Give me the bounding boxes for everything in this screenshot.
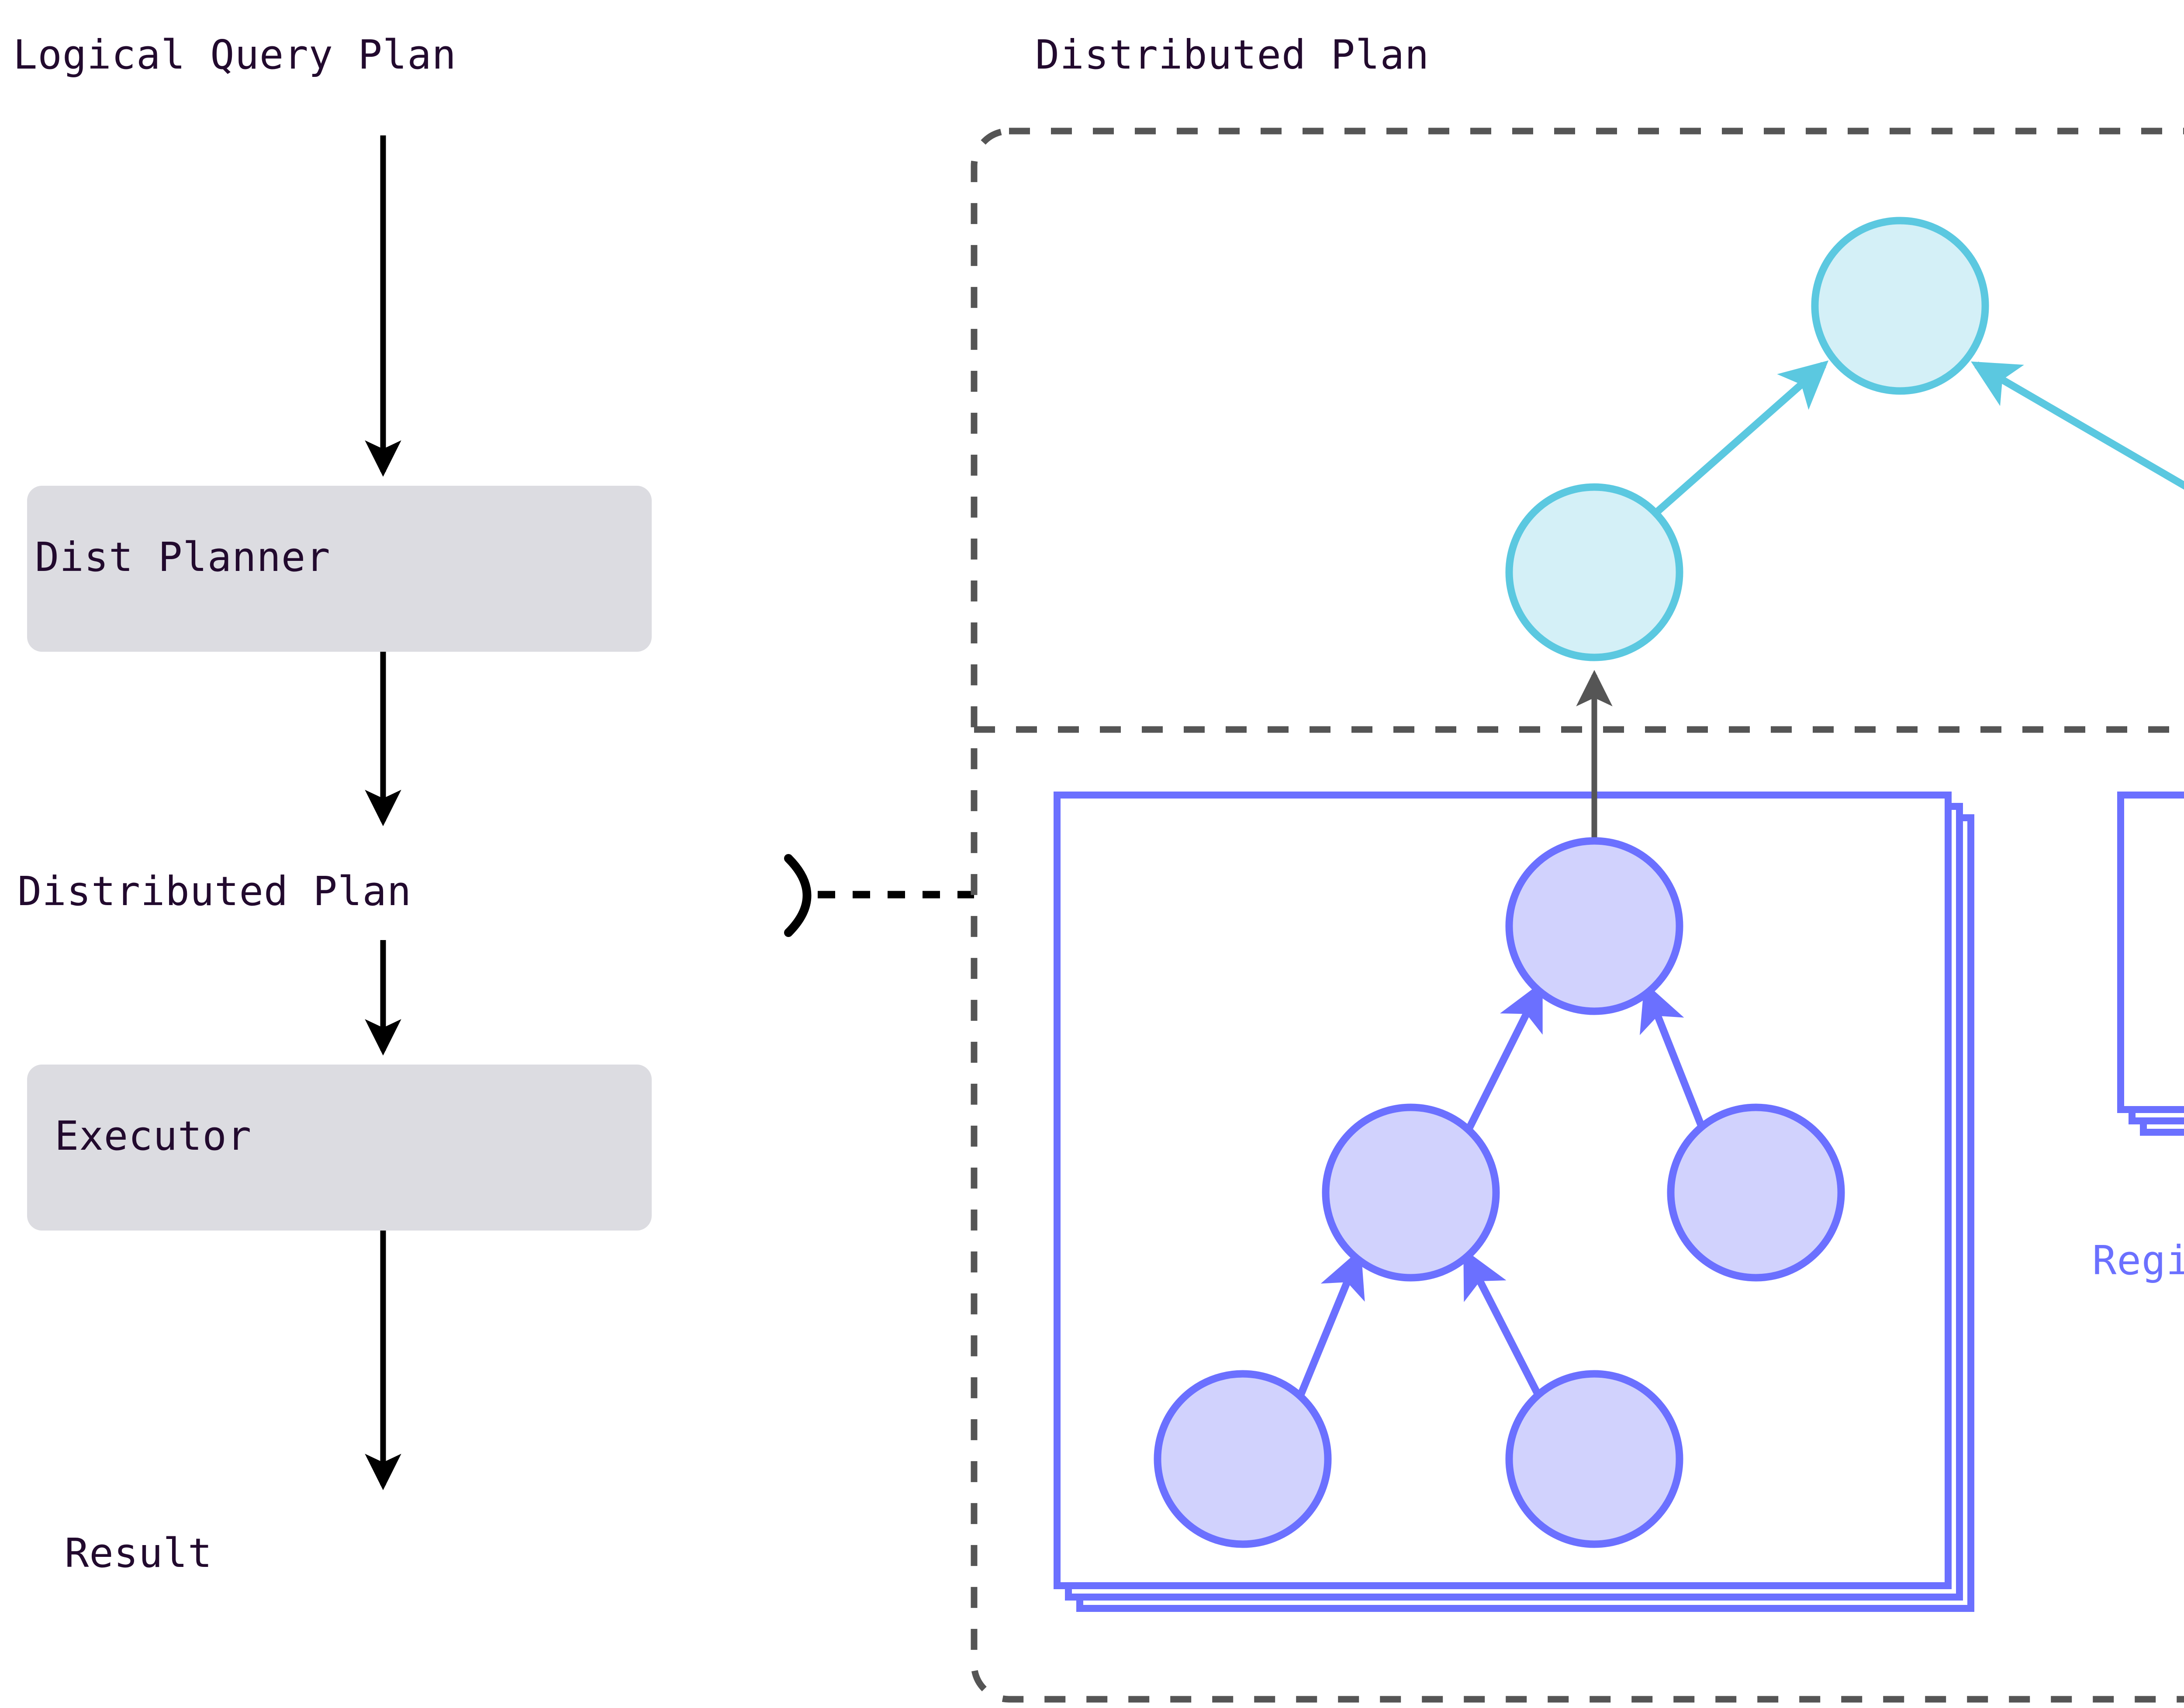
edge-frontend-left-to-root xyxy=(1653,360,1829,516)
regions-label: Regions xyxy=(2092,1237,2184,1284)
result-label: Result xyxy=(65,1530,213,1577)
region-box-right-layer-front[interactable] xyxy=(2117,792,2184,1113)
frontend-node-root[interactable] xyxy=(1811,217,1989,395)
datanode-node-mid[interactable] xyxy=(1322,1103,1500,1282)
dist-planner-label: Dist Planner xyxy=(35,534,331,581)
datanode-node-right[interactable] xyxy=(1667,1103,1845,1282)
datanode-node-root[interactable] xyxy=(1505,837,1683,1015)
frontend-node-left[interactable] xyxy=(1505,483,1683,661)
dist-planner-box[interactable] xyxy=(27,486,652,652)
datanode-node-left-leaf[interactable] xyxy=(1154,1370,1332,1548)
edge-datanode-leftleaf-to-mid xyxy=(1296,1248,1365,1400)
executor-label: Executor xyxy=(55,1113,252,1159)
distributed-plan-brace xyxy=(784,854,812,937)
distributed-plan-label: Distributed Plan xyxy=(17,868,412,915)
edge-datanode-mid-to-root xyxy=(1464,981,1543,1133)
executor-box[interactable] xyxy=(27,1065,652,1231)
datanode-node-right-leaf[interactable] xyxy=(1505,1370,1683,1548)
edge-frontend-right-to-root xyxy=(1971,361,2184,490)
distributed-plan-title: Distributed Plan xyxy=(1035,31,1430,78)
edge-datanode-rightleaf-to-mid xyxy=(1463,1248,1543,1400)
logical-query-plan-label: Logical Query Plan xyxy=(13,31,456,78)
edge-datanode-right-to-root xyxy=(1640,982,1707,1133)
